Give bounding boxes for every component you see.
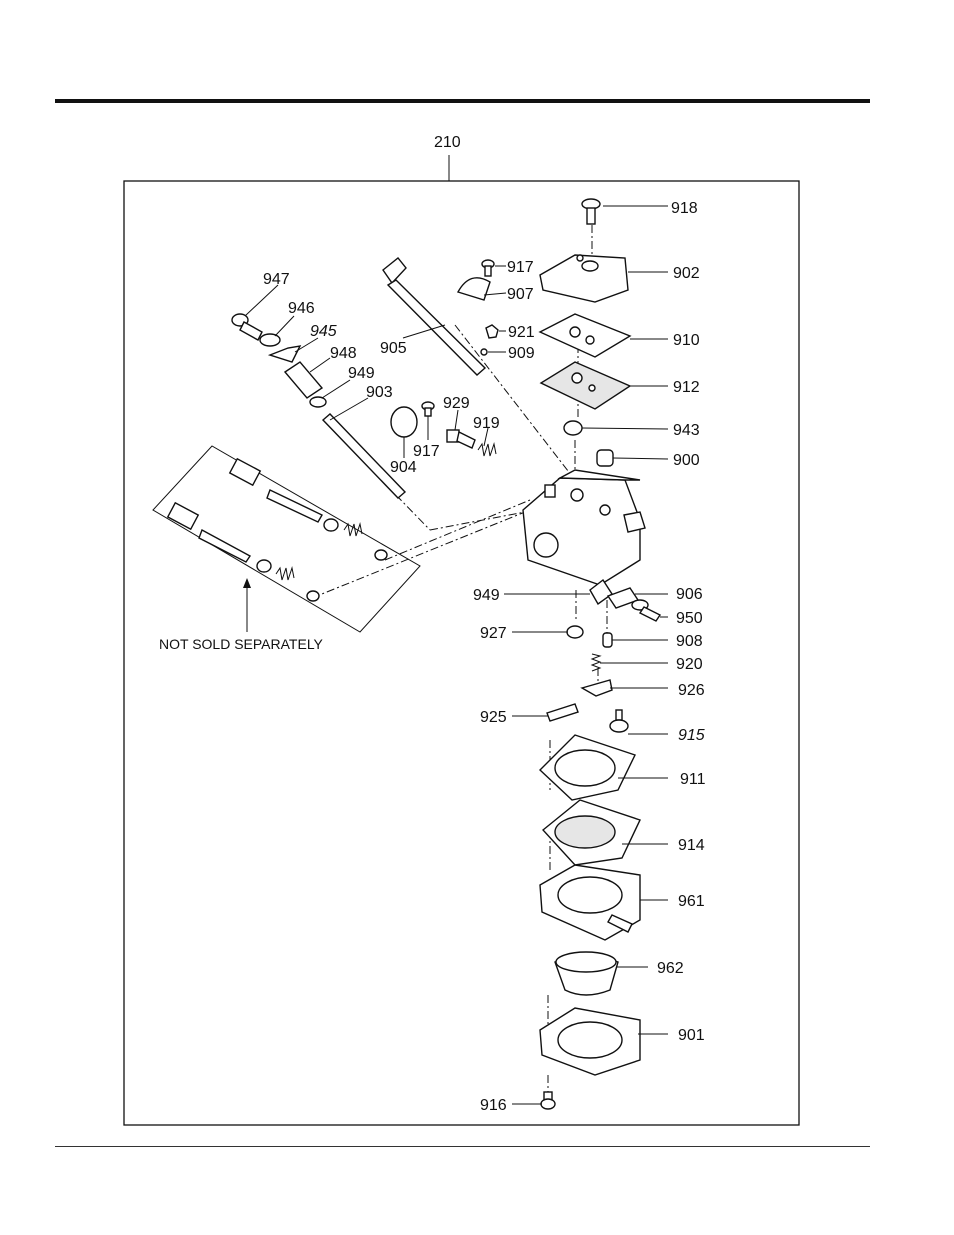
washer-946	[260, 334, 280, 346]
label-900: 900	[673, 452, 700, 469]
screw-916	[541, 1092, 555, 1109]
label-915: 915	[678, 727, 705, 744]
label-927: 927	[480, 625, 507, 642]
cup-962	[555, 952, 618, 995]
pump-body-961	[540, 865, 640, 940]
label-905: 905	[380, 340, 407, 357]
label-950: 950	[676, 610, 703, 627]
carburetor-body	[523, 470, 645, 585]
label-909: 909	[508, 345, 535, 362]
plug-943	[564, 421, 582, 435]
label-908: 908	[676, 633, 703, 650]
label-907: 907	[507, 286, 534, 303]
metering-diaphragm-914	[543, 800, 640, 865]
screw-917-lower	[422, 402, 434, 416]
washer-949-upper	[310, 397, 326, 407]
ball-909	[481, 349, 487, 355]
nut-921	[486, 325, 498, 338]
label-943: 943	[673, 422, 700, 439]
not-sold-separately-note: NOT SOLD SEPARATELY	[159, 636, 324, 652]
label-926: 926	[678, 682, 705, 699]
plug-900	[597, 450, 613, 466]
screw-917-upper	[482, 260, 494, 276]
pump-cover-902	[540, 255, 628, 302]
screw-918	[582, 199, 600, 224]
screw-947	[232, 314, 262, 340]
label-916: 916	[480, 1097, 507, 1114]
idle-needle-929	[447, 430, 475, 448]
label-962: 962	[657, 960, 684, 977]
lever-945	[270, 346, 300, 362]
pump-diaphragm-912	[541, 362, 630, 409]
label-903: 903	[366, 384, 393, 401]
screw-915	[610, 710, 628, 732]
label-961: 961	[678, 893, 705, 910]
label-948: 948	[330, 345, 357, 362]
label-925: 925	[480, 709, 507, 726]
label-906: 906	[676, 586, 703, 603]
label-901: 901	[678, 1027, 705, 1044]
spring-920	[592, 654, 600, 671]
label-914: 914	[678, 837, 705, 854]
label-911: 911	[680, 771, 706, 788]
assembly-ref-label: 210	[434, 134, 461, 151]
washer-949-lower	[590, 580, 612, 604]
label-949-lower: 949	[473, 587, 500, 604]
label-947: 947	[263, 271, 290, 288]
label-919: 919	[473, 415, 500, 432]
inlet-needle-908	[603, 633, 612, 647]
label-929: 929	[443, 395, 470, 412]
lever-926	[582, 680, 612, 696]
label-917-lower: 917	[413, 443, 440, 460]
label-902: 902	[673, 265, 700, 282]
label-912: 912	[673, 379, 700, 396]
gasket-910	[540, 314, 630, 357]
throttle-valve-907	[458, 278, 490, 300]
label-904: 904	[390, 459, 417, 476]
label-918: 918	[671, 200, 698, 217]
cover-901	[540, 1008, 640, 1075]
choke-valve-904	[391, 407, 417, 437]
throttle-shaft-905	[383, 258, 485, 375]
label-949-upper: 949	[348, 365, 375, 382]
plug-927	[567, 626, 583, 638]
label-920: 920	[676, 656, 703, 673]
label-910: 910	[673, 332, 700, 349]
label-945: 945	[310, 323, 337, 340]
screw-950	[632, 600, 660, 621]
pin-925	[547, 704, 578, 721]
label-917-upper: 917	[507, 259, 534, 276]
diagram-frame	[124, 181, 799, 1125]
spring-919	[478, 444, 496, 456]
label-921: 921	[508, 324, 535, 341]
label-946: 946	[288, 300, 315, 317]
gasket-911	[540, 735, 635, 800]
